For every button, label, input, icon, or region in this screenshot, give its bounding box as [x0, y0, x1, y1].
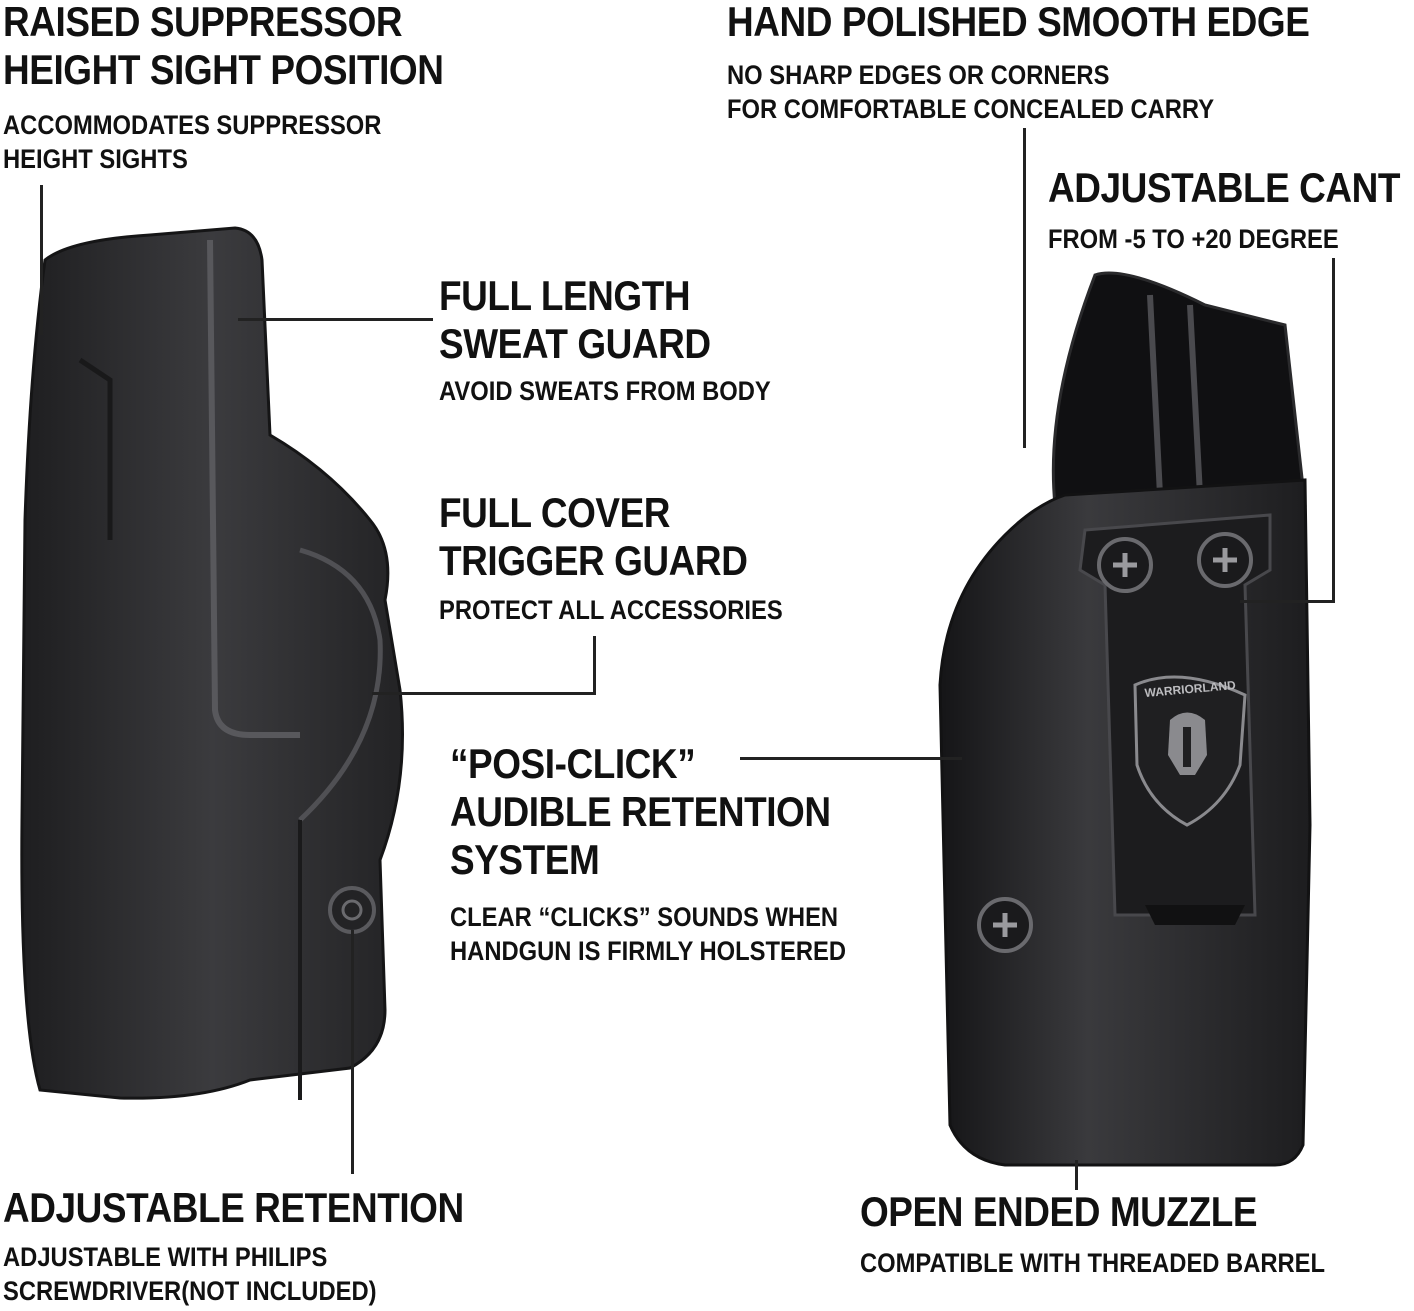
feature-desc: FROM -5 TO +20 DEGREE [1048, 224, 1339, 254]
feature-title: TRIGGER GUARD [439, 537, 748, 584]
feature-desc: COMPATIBLE WITH THREADED BARREL [860, 1248, 1326, 1278]
feature-title: HAND POLISHED SMOOTH EDGE [727, 0, 1310, 45]
feature-title: OPEN ENDED MUZZLE [860, 1188, 1258, 1235]
feature-desc: AVOID SWEATS FROM BODY [439, 376, 771, 406]
feature-title: “POSI-CLICK” [450, 740, 696, 787]
leader-line-trigger-guard-v [593, 636, 596, 694]
feature-desc: ADJUSTABLE WITH PHILIPS [3, 1242, 328, 1272]
retention-screw-icon [977, 897, 1033, 953]
feature-posi-click: “POSI-CLICK” AUDIBLE RETENTION SYSTEM CL… [450, 740, 900, 968]
feature-title: ADJUSTABLE CANT [1048, 164, 1401, 211]
leader-line-trigger-guard-h [372, 692, 596, 695]
feature-title: SWEAT GUARD [439, 320, 711, 367]
feature-suppressor: RAISED SUPPRESSOR HEIGHT SIGHT POSITION … [3, 0, 504, 176]
warriorland-logo: WARRIORLAND [1133, 675, 1247, 827]
retention-screw-icon [328, 886, 376, 934]
feature-title: AUDIBLE RETENTION [450, 788, 831, 835]
leader-line-suppressor [40, 185, 43, 335]
leader-line-smooth-edge [1023, 128, 1026, 448]
leader-line-cant-h [1240, 600, 1335, 603]
feature-trigger-guard: FULL COVER TRIGGER GUARD PROTECT ALL ACC… [439, 489, 830, 627]
feature-desc: SCREWDRIVER(NOT INCLUDED) [3, 1276, 377, 1306]
feature-title: HEIGHT SIGHT POSITION [3, 46, 444, 93]
feature-desc: PROTECT ALL ACCESSORIES [439, 595, 783, 625]
leader-line-muzzle [1075, 1160, 1078, 1190]
feature-title: RAISED SUPPRESSOR [3, 0, 403, 45]
feature-sweat-guard: FULL LENGTH SWEAT GUARD AVOID SWEATS FRO… [439, 272, 816, 408]
feature-title: FULL COVER [439, 489, 671, 536]
leader-line-retention [351, 930, 354, 1174]
feature-desc: CLEAR “CLICKS” SOUNDS WHEN [450, 902, 839, 932]
feature-retention: ADJUSTABLE RETENTION ADJUSTABLE WITH PHI… [3, 1184, 527, 1308]
feature-desc: ACCOMMODATES SUPPRESSOR [3, 110, 382, 140]
feature-title: FULL LENGTH [439, 272, 691, 319]
feature-title: ADJUSTABLE RETENTION [3, 1184, 464, 1231]
leader-line-sweat-guard [238, 318, 433, 321]
holster-side-image [20, 226, 404, 1100]
clip-screw-icon [1097, 532, 1253, 593]
feature-muzzle: OPEN ENDED MUZZLE COMPATIBLE WITH THREAD… [860, 1188, 1388, 1280]
holster-clip-image: WARRIORLAND [938, 271, 1312, 1167]
leader-line-cant-v [1332, 258, 1335, 603]
feature-cant: ADJUSTABLE CANT FROM -5 TO +20 DEGREE [1048, 164, 1414, 256]
leader-line-posi-click [740, 757, 962, 760]
feature-desc: HEIGHT SIGHTS [3, 144, 188, 174]
feature-desc: FOR COMFORTABLE CONCEALED CARRY [727, 94, 1215, 124]
feature-desc: HANDGUN IS FIRMLY HOLSTERED [450, 936, 847, 966]
feature-smooth-edge: HAND POLISHED SMOOTH EDGE NO SHARP EDGES… [727, 0, 1389, 126]
feature-desc: NO SHARP EDGES OR CORNERS [727, 60, 1110, 90]
feature-title: SYSTEM [450, 836, 600, 883]
